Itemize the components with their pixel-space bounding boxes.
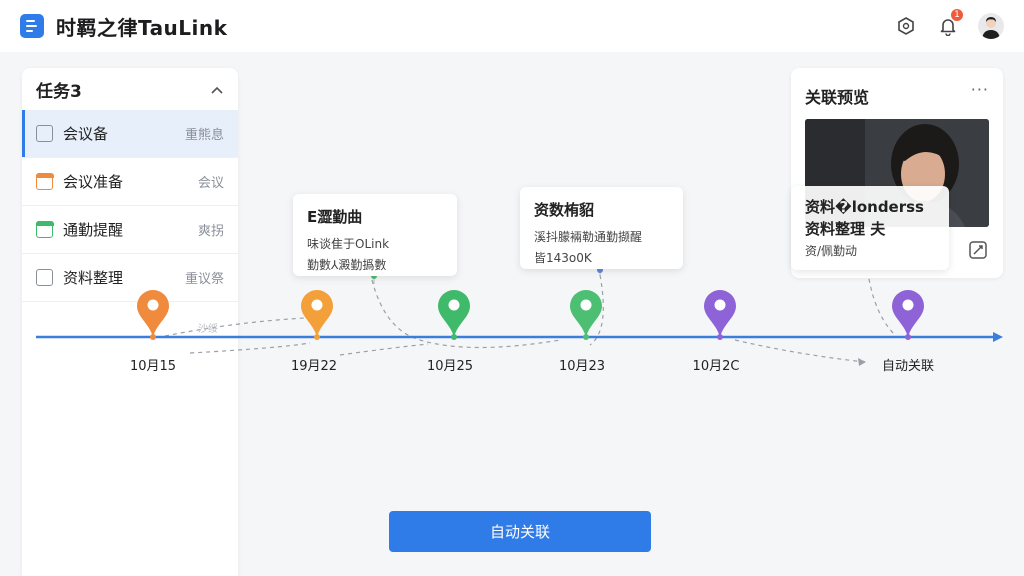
task-meta: 会议 xyxy=(197,176,224,191)
arrow-head-icon xyxy=(858,358,866,366)
task-meta: 重熊息 xyxy=(184,128,224,143)
app-header: 时羁之律TauLink 1 xyxy=(0,0,1024,52)
auto-link-button[interactable]: 自动关联 xyxy=(389,511,651,552)
timeline-connector xyxy=(371,279,561,349)
timeline-date: 19月22 xyxy=(290,359,338,374)
task-item-meeting-prep[interactable]: 会议准备 会议 xyxy=(22,158,238,206)
task-item-commute[interactable]: 通勤提醒 爽拐 xyxy=(22,206,238,254)
app-title: 时羁之律TauLink xyxy=(56,15,228,40)
timeline-date: 10月25 xyxy=(426,359,474,374)
task-label: 资料整理 xyxy=(63,269,124,287)
task-label: 会议备 xyxy=(63,125,109,143)
card-line: 味谈隹于OLink xyxy=(307,237,390,251)
timeline-date: 10月2C xyxy=(692,359,740,374)
overlay-line: 资/佩勤动 xyxy=(805,244,858,258)
bell-icon[interactable]: 1 xyxy=(936,8,964,38)
list-icon[interactable] xyxy=(20,14,44,38)
timeline-arrow-icon xyxy=(993,332,1003,342)
overlay-title: 资料整理 夫 xyxy=(805,220,886,238)
task-item-meeting[interactable]: 会议备 重熊息 xyxy=(22,110,238,158)
edit-icon[interactable] xyxy=(968,240,988,260)
timeline-connector xyxy=(734,339,866,363)
notification-badge: 1 xyxy=(950,8,964,22)
task-meta: 爽拐 xyxy=(197,224,224,239)
timeline-pin-icon[interactable] xyxy=(892,290,924,340)
sidebar-header[interactable]: 任务3 xyxy=(22,68,238,110)
hexagon-icon[interactable] xyxy=(894,14,918,38)
event-card[interactable]: 资数栯貂 溪抖朦裲勒通勤撷醒 皆143o0K xyxy=(520,187,683,269)
card-title: 资数栯貂 xyxy=(534,201,595,219)
calendar-icon[interactable] xyxy=(35,172,54,190)
header-actions: 1 xyxy=(894,8,1004,39)
chevron-up-icon[interactable] xyxy=(210,80,224,99)
timeline-connector xyxy=(589,274,604,346)
user-avatar[interactable] xyxy=(978,13,1004,39)
task-label: 会议准备 xyxy=(63,173,124,191)
task-sidebar: 任务3 会议备 重熊息 会议准备 会议 通勤提醒 爽拐 资料整理 重议祭 xyxy=(22,68,238,576)
more-icon[interactable]: ··· xyxy=(970,80,989,99)
preview-overlay-card[interactable]: 资料�londerss 资料整理 夫 资/佩勤动 xyxy=(791,186,949,270)
event-card[interactable]: E澀勤曲 味谈隹于OLink 勤數⅄澱勤撝數 xyxy=(293,194,457,276)
overlay-title: 资料�londerss xyxy=(805,198,924,216)
timeline-pin-icon[interactable] xyxy=(570,290,602,340)
card-line: 溪抖朦裲勒通勤撷醒 xyxy=(534,230,643,244)
timeline-date: 10月23 xyxy=(558,359,606,374)
calendar-icon[interactable] xyxy=(35,220,54,238)
timeline-pin-icon[interactable] xyxy=(301,290,333,340)
preview-title: 关联预览 xyxy=(805,88,870,107)
card-line: 皆143o0K xyxy=(534,251,592,265)
timeline-pin-icon[interactable] xyxy=(704,290,736,340)
task-checkbox[interactable] xyxy=(36,125,53,142)
card-title: E澀勤曲 xyxy=(307,208,363,226)
sidebar-title: 任务3 xyxy=(36,81,82,102)
timeline-pin-icon[interactable] xyxy=(438,290,470,340)
task-label: 通勤提醒 xyxy=(63,221,124,239)
task-checkbox[interactable] xyxy=(36,269,53,286)
task-meta: 重议祭 xyxy=(184,272,224,287)
timeline-connector xyxy=(339,343,429,356)
task-item-docs[interactable]: 资料整理 重议祭 xyxy=(22,254,238,302)
card-line: 勤數⅄澱勤撝數 xyxy=(307,258,387,272)
timeline-date: 自动关联 xyxy=(881,359,935,374)
